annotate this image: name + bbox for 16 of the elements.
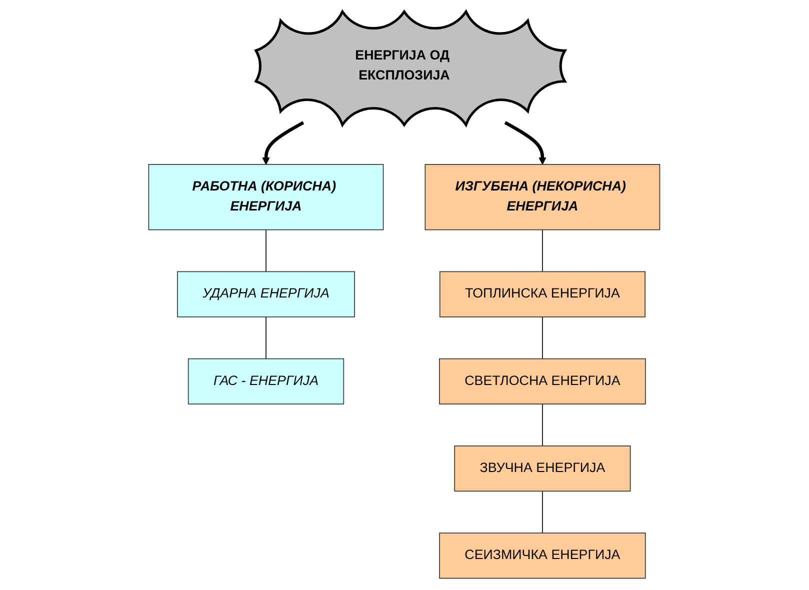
node-box: ИЗГУБЕНА (НЕКОРИСНА) ЕНЕРГИЈА <box>425 164 660 230</box>
arrow <box>504 121 546 165</box>
connector <box>266 316 267 360</box>
node-box: ГАС - ЕНЕРГИЈА <box>188 358 344 404</box>
connector <box>266 229 267 272</box>
node-box: ТОПЛИНСКА ЕНЕРГИЈА <box>440 271 646 318</box>
node-box: РАБОТНА (КОРИСНА) ЕНЕРГИЈА <box>148 164 384 230</box>
connector <box>542 404 544 446</box>
arrow <box>262 121 304 165</box>
node-box: УДАРНА ЕНЕРГИЈА <box>177 271 356 318</box>
node-box: ЗВУЧНА ЕНЕРГИЈА <box>454 446 631 492</box>
connector <box>542 316 544 360</box>
connector <box>542 229 544 272</box>
connector <box>542 490 544 534</box>
node-box: СЕИЗМИЧКА ЕНЕРГИЈА <box>439 532 646 579</box>
node-box: СВЕТЛОСНА ЕНЕРГИЈА <box>439 358 646 404</box>
